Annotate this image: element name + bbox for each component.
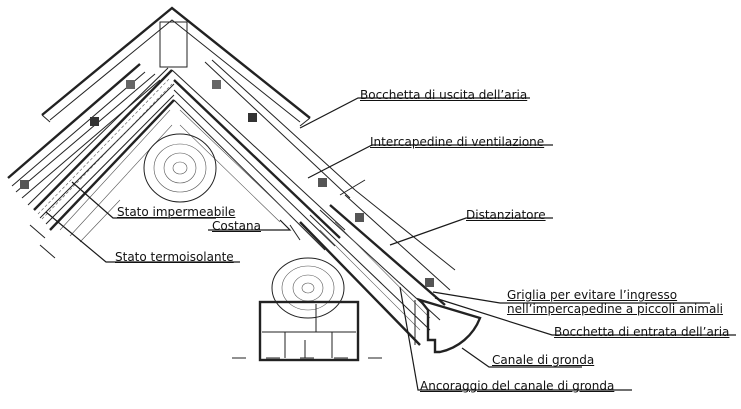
- spacer-block: [212, 80, 221, 89]
- left-roof-slope: [7, 63, 175, 259]
- spacer-block: [355, 213, 364, 222]
- label-air-inlet: Bocchetta di entrata dell’aria: [554, 325, 730, 339]
- label-grille-line1: Griglia per evitare l’ingresso: [507, 288, 678, 302]
- label-rafter: Costana: [212, 219, 261, 233]
- right-roof-slope-lower: [299, 179, 456, 346]
- ridge-block: [159, 21, 188, 68]
- right-roof-slope: [171, 59, 356, 251]
- label-gutter: Canale di gronda: [492, 353, 595, 367]
- label-grille-line2: nell’impercapedine a piccoli animali: [507, 302, 724, 316]
- spacer-block: [90, 117, 99, 126]
- masonry-wall: [258, 300, 360, 362]
- left-insulation-band: [37, 77, 173, 220]
- label-air-outlet: Bocchetta di uscita dell’aria: [360, 88, 528, 102]
- spacer-block: [248, 113, 257, 122]
- gutter: [414, 297, 482, 354]
- label-spacer: Distanziatore: [466, 208, 546, 222]
- spacer-block: [425, 278, 434, 287]
- spacer-block: [318, 178, 327, 187]
- ridge-cap: [41, 6, 311, 127]
- label-ventilation-gap: Intercapedine di ventilazione: [370, 135, 545, 149]
- eave-log: [271, 257, 345, 319]
- ridge-log: [143, 133, 217, 203]
- label-gutter-anchor: Ancoraggio del canale di gronda: [420, 379, 615, 393]
- leader-lines: [45, 97, 736, 391]
- spacer-block: [20, 180, 29, 189]
- label-waterproof-layer: Stato impermeabile: [117, 205, 236, 219]
- spacer-block: [126, 80, 135, 89]
- label-insulation-layer: Stato termoisolante: [115, 250, 234, 264]
